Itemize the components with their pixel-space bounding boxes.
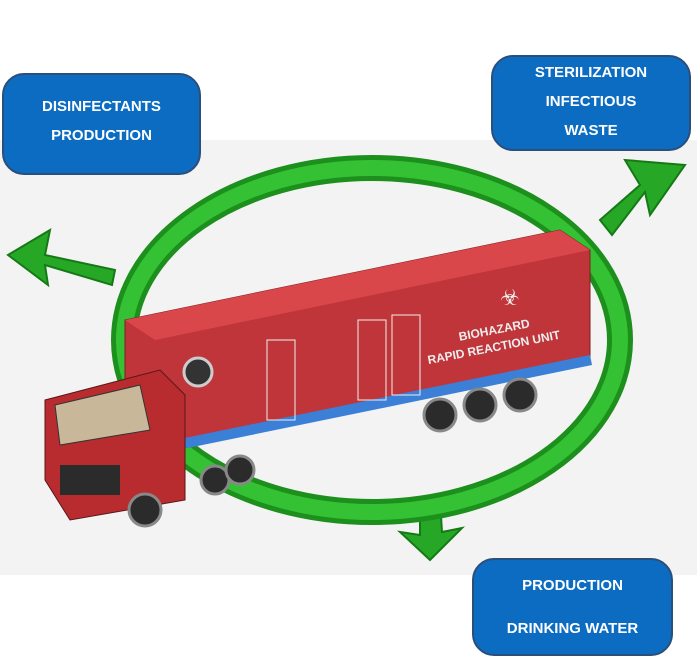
- green-ring-arrows: [6, 155, 687, 562]
- drinking-water-box: PRODUCTION DRINKING WATER: [472, 558, 673, 656]
- sterilization-waste-box: STERILIZATION INFECTIOUS WASTE: [491, 55, 691, 151]
- disinfectants-production-box: DISINFECTANTS PRODUCTION: [2, 73, 201, 175]
- box-label: PRODUCTION: [51, 127, 152, 144]
- box-label: WASTE: [564, 122, 618, 139]
- box-label: PRODUCTION: [522, 577, 623, 594]
- biohazard-icon: ☣: [500, 285, 520, 310]
- box-label: STERILIZATION: [534, 64, 648, 81]
- box-label: DRINKING WATER: [506, 620, 639, 637]
- box-label: DISINFECTANTS: [42, 98, 161, 115]
- left-arrow-icon: [6, 227, 117, 288]
- right-arrow-icon: [598, 158, 687, 237]
- truck-illustration: ☣ BIOHAZARD RAPID REACTION UNIT: [44, 229, 592, 528]
- box-label: INFECTIOUS: [545, 93, 637, 110]
